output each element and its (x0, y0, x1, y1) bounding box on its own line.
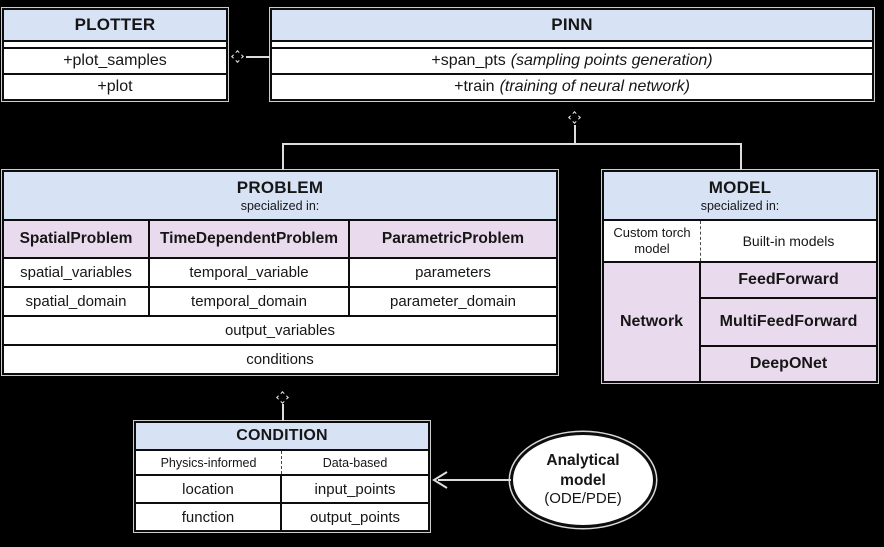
model-kind-row: Custom torch model Built-in models (604, 219, 876, 261)
model-subtitle: specialized in: (700, 199, 780, 213)
model-title: MODEL (708, 178, 772, 197)
attr-output-variables-label: output_variables (224, 322, 336, 339)
aggregation-diamond-icon (231, 50, 244, 63)
subclass-parametric-problem: ParametricProblem (350, 221, 556, 257)
connector-pinn-branch (282, 143, 742, 145)
condition-physics-informed-label: Physics-informed (136, 451, 282, 474)
condition-data-based-label: Data-based (322, 455, 388, 470)
analytical-model-ellipse: Analytical model (ODE/PDE) (510, 432, 656, 528)
model-network-cell: Network (604, 263, 701, 381)
analytical-model-subtitle: (ODE/PDE) (544, 490, 622, 507)
attr-output-variables: output_variables (4, 315, 556, 344)
attr-function: function (136, 504, 282, 530)
aggregation-diamond-icon (568, 111, 581, 124)
attr-conditions: conditions (4, 344, 556, 373)
pinn-title: PINN (551, 15, 593, 34)
model-class-box: MODEL specialized in: Custom torch model… (602, 170, 878, 383)
model-custom-torch-text: Custom torch model (613, 225, 691, 256)
plotter-class-box: PLOTTER +plot_samples +plot (2, 8, 228, 101)
plotter-title: PLOTTER (74, 15, 156, 34)
condition-attr-row: function output_points (136, 502, 428, 530)
pinn-method-row: +span_pts (sampling points generation) (272, 47, 872, 73)
attr-parameter-domain: parameter_domain (350, 288, 556, 315)
model-header: MODEL specialized in: (604, 172, 876, 219)
analytical-model-title: Analytical model (546, 452, 620, 489)
plotter-method-row: +plot_samples (4, 47, 226, 73)
condition-header: CONDITION (136, 423, 428, 449)
model-deeponet-cell: DeepONet (701, 347, 876, 381)
model-body: Network FeedForward MultiFeedForward Dee… (604, 261, 876, 381)
problem-attr-row: spatial_domain temporal_domain parameter… (4, 286, 556, 315)
model-builtin-text: Built-in models (742, 233, 835, 249)
attr-parameters: parameters (350, 259, 556, 286)
plotter-method-plot: +plot (97, 78, 133, 95)
pinn-header: PINN (272, 10, 872, 40)
connector-pinn-stem (574, 125, 576, 143)
problem-title: PROBLEM (236, 178, 324, 197)
attr-input-points: input_points (282, 476, 428, 502)
condition-title: CONDITION (236, 427, 328, 444)
aggregation-diamond-icon (276, 391, 289, 404)
connector-problem-condition (282, 404, 284, 421)
attr-output-points: output_points (282, 504, 428, 530)
plotter-method-plot-samples: +plot_samples (63, 52, 167, 69)
connector-to-model (740, 145, 742, 170)
plotter-method-row: +plot (4, 73, 226, 99)
problem-subclass-row: SpatialProblem TimeDependentProblem Para… (4, 219, 556, 257)
model-feedforward-cell: FeedForward (701, 263, 876, 297)
plotter-empty-section (4, 40, 226, 47)
attr-temporal-domain: temporal_domain (150, 288, 350, 315)
attr-location: location (136, 476, 282, 502)
attr-spatial-variables: spatial_variables (4, 259, 150, 286)
attr-spatial-domain: spatial_domain (4, 288, 150, 315)
pinn-class-box: PINN +span_pts (sampling points generati… (270, 8, 874, 101)
attr-conditions-label: conditions (246, 351, 314, 368)
pinn-method-span-pts: +span_pts (431, 52, 506, 69)
pinn-method-row: +train (training of neural network) (272, 73, 872, 99)
connector-analytical-condition (438, 479, 511, 481)
condition-attr-row: location input_points (136, 474, 428, 502)
subclass-spatial-problem: SpatialProblem (4, 221, 150, 257)
problem-attr-row: spatial_variables temporal_variable para… (4, 257, 556, 286)
problem-header: PROBLEM specialized in: (4, 172, 556, 219)
model-multifeedforward-cell: MultiFeedForward (701, 297, 876, 347)
connector-plotter-pinn (246, 56, 270, 58)
condition-class-box: CONDITION Physics-informed Data-based lo… (134, 421, 430, 532)
pinn-method-train-note: (training of neural network) (499, 78, 690, 95)
condition-kind-row: Physics-informed Data-based (136, 449, 428, 474)
pinn-empty-section (272, 40, 872, 47)
pinn-method-train: +train (454, 78, 495, 95)
model-custom-torch-label: Custom torch model (604, 221, 701, 261)
subclass-time-dependent-problem: TimeDependentProblem (150, 221, 350, 257)
problem-subtitle: specialized in: (240, 199, 320, 213)
model-builtin-label: Built-in models (701, 221, 876, 261)
model-builtin-stack: FeedForward MultiFeedForward DeepONet (701, 263, 876, 381)
attr-temporal-variable: temporal_variable (150, 259, 350, 286)
problem-class-box: PROBLEM specialized in: SpatialProblem T… (2, 170, 558, 375)
pinn-method-span-pts-note: (sampling points generation) (510, 52, 713, 69)
open-arrowhead-icon (432, 471, 448, 489)
plotter-header: PLOTTER (4, 10, 226, 40)
connector-to-problem (282, 145, 284, 170)
